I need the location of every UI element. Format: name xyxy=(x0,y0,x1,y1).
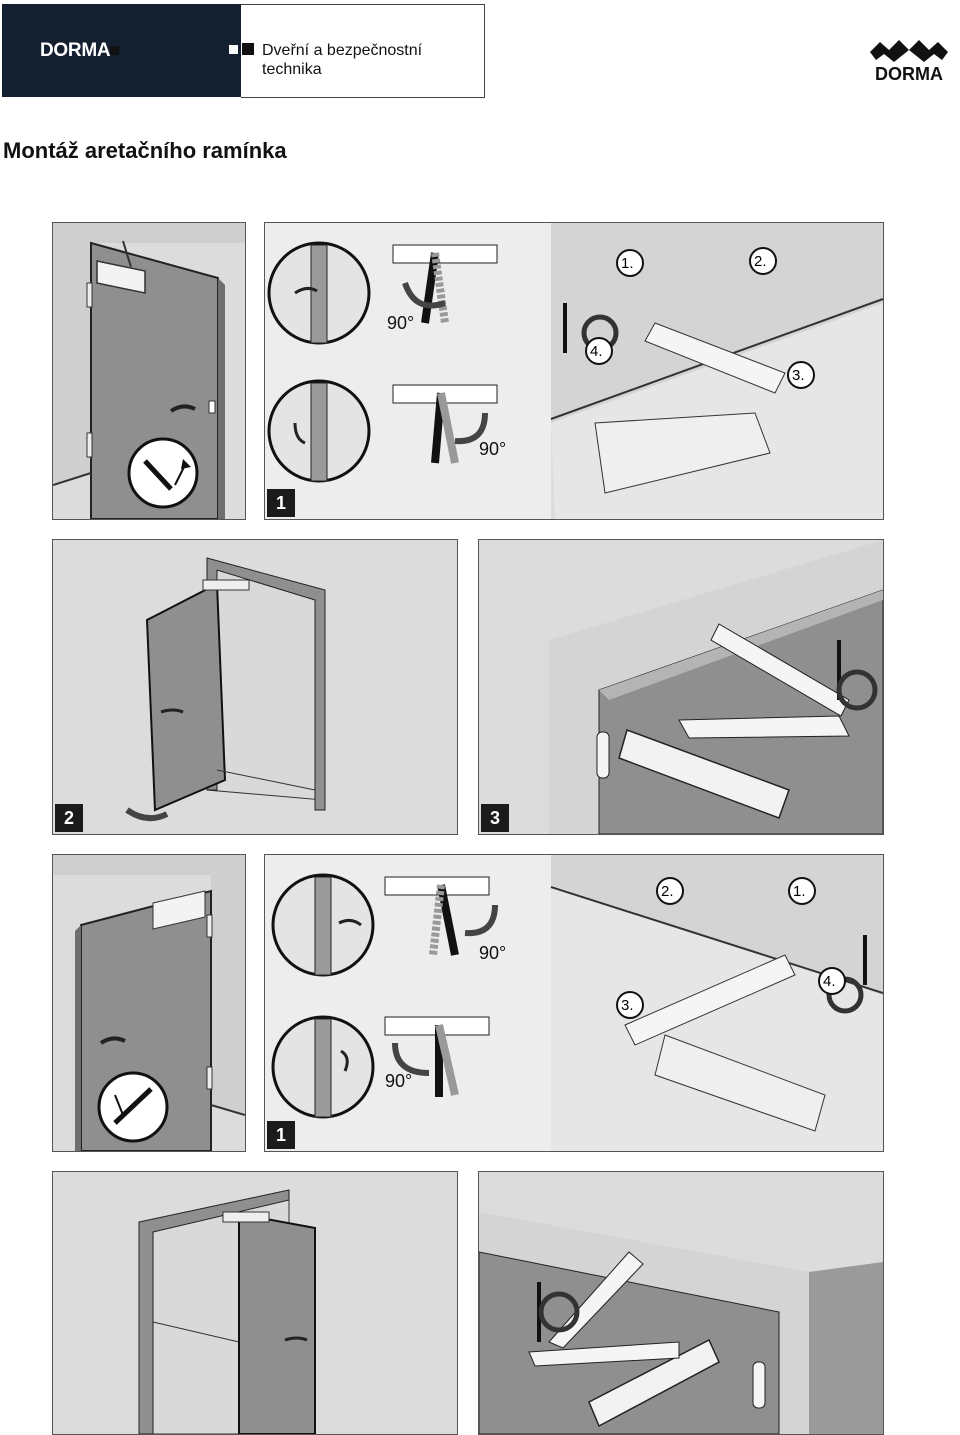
logo-text: DORMA xyxy=(875,64,943,84)
step-badge-1-top: 1 xyxy=(267,489,295,517)
angle-label-bottom-b: 90° xyxy=(385,1071,412,1091)
panel-step2-door-open: 2 xyxy=(52,539,458,835)
step-badge-1-bottom: 1 xyxy=(267,1121,295,1149)
angle-label-top-b: 90° xyxy=(479,439,506,459)
panel-mounted-bottom xyxy=(478,1171,884,1435)
header-square-small xyxy=(110,46,119,55)
angle-label-top-a: 90° xyxy=(387,313,414,333)
panel-door-overview-top xyxy=(52,222,246,520)
header-tagline-box xyxy=(241,4,485,98)
step-badge-2: 2 xyxy=(55,804,83,832)
panel-step1-detail-bottom: 90° 90° 1. 2. 3. 4. 1 xyxy=(264,854,884,1152)
door-closer-icon xyxy=(127,437,199,509)
header-brand: DORMA xyxy=(40,40,111,61)
dorma-logo-icon: DORMA xyxy=(870,40,948,84)
panel-step1-detail-top: 90° 90° 1. 2. 3. 4. 1 xyxy=(264,222,884,520)
header-left-block xyxy=(2,4,241,97)
callout-top-2: 2. xyxy=(754,253,767,270)
step-badge-3: 3 xyxy=(481,804,509,832)
panel-step3-mounted: 3 xyxy=(478,539,884,835)
callout-bottom-4: 4. xyxy=(823,973,836,990)
header-square-a xyxy=(229,45,238,54)
callout-top-3: 3. xyxy=(792,367,805,384)
header-tagline: Dveřní a bezpečnostní technika xyxy=(262,42,423,78)
callout-top-4: 4. xyxy=(590,343,603,360)
callout-top-1: 1. xyxy=(621,255,634,272)
callout-bottom-1: 1. xyxy=(793,883,806,900)
callout-bottom-2: 2. xyxy=(661,883,674,900)
callout-bottom-3: 3. xyxy=(621,997,634,1014)
panel-door-open-bottom xyxy=(52,1171,458,1435)
header-square-b xyxy=(242,43,254,55)
angle-label-bottom-a: 90° xyxy=(479,943,506,963)
page-title: Montáž aretačního ramínka xyxy=(3,138,287,163)
panel-door-overview-bottom xyxy=(52,854,246,1152)
